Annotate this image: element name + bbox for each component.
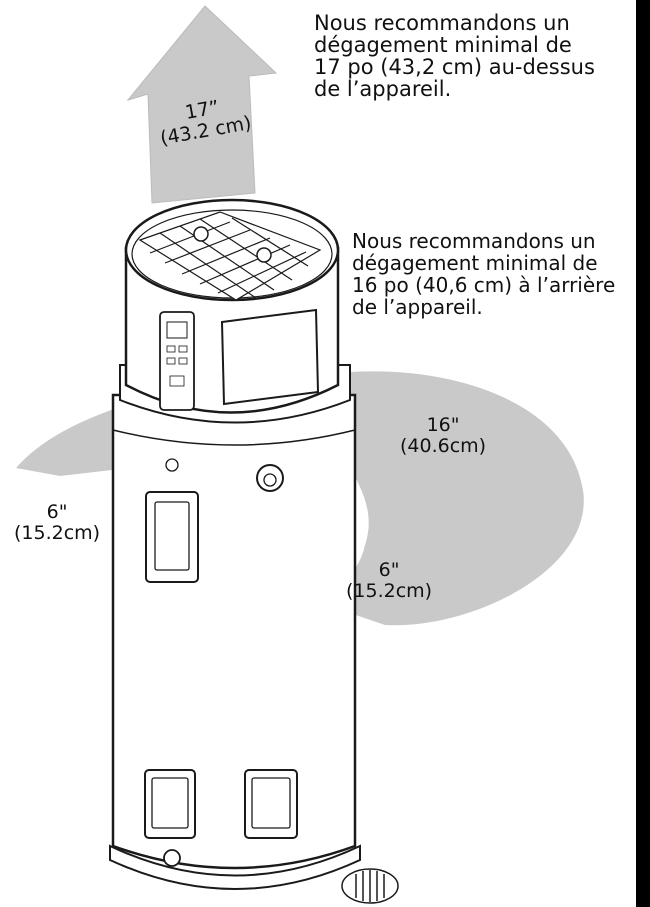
water-heater bbox=[109, 198, 361, 890]
lower-access-cover-left bbox=[151, 777, 189, 829]
rear-clearance-region bbox=[312, 371, 584, 626]
control-display bbox=[166, 321, 188, 339]
dimension-imperial: 16" bbox=[426, 414, 460, 436]
lid-grille-line bbox=[149, 221, 231, 254]
rear-clearance-note: Nous recommandons un dégagement minimal … bbox=[352, 230, 615, 318]
rear-clearance-label: 16" (40.6cm) bbox=[400, 415, 486, 457]
dimension-metric: (15.2cm) bbox=[346, 580, 433, 602]
note-line: 16 po (40,6 cm) à l’arrière bbox=[352, 273, 616, 297]
upper-access-cover bbox=[154, 501, 190, 571]
dimension-imperial: 6" bbox=[378, 559, 400, 581]
side-panel bbox=[220, 308, 320, 406]
lid-grille bbox=[138, 211, 322, 301]
water-fitting-right bbox=[256, 247, 272, 263]
lid-grille-frame bbox=[138, 211, 322, 301]
right-side-clearance-label: 6" (15.2cm) bbox=[346, 560, 432, 602]
left-side-clearance-label: 6" (15.2cm) bbox=[14, 502, 100, 544]
note-line: dégagement minimal de bbox=[352, 251, 598, 275]
relief-valve-inner bbox=[263, 473, 277, 487]
floor-drain bbox=[341, 868, 399, 904]
dimension-metric: (15.2cm) bbox=[14, 522, 101, 544]
dimension-metric: (40.6cm) bbox=[400, 435, 487, 457]
control-button bbox=[166, 357, 176, 365]
left-side-clearance-region bbox=[16, 404, 128, 476]
note-line: de l’appareil. bbox=[352, 295, 483, 319]
lid-grille-line bbox=[164, 229, 251, 264]
water-fitting-left bbox=[193, 226, 209, 242]
lid-grille-line bbox=[217, 251, 307, 294]
note-line: dégagement minimal de bbox=[314, 33, 572, 57]
control-button bbox=[169, 375, 185, 387]
lower-access-cover-right bbox=[251, 777, 291, 829]
tank-band bbox=[112, 429, 356, 446]
lid-grille-line bbox=[199, 244, 291, 285]
lid-grille-line bbox=[159, 232, 257, 299]
note-line: de l’appareil. bbox=[314, 77, 452, 101]
control-button bbox=[178, 345, 188, 353]
note-line: 17 po (43,2 cm) au-dessus bbox=[314, 55, 595, 79]
tank-bottom-base bbox=[109, 844, 361, 890]
control-button bbox=[166, 345, 176, 353]
page-edge-bar bbox=[636, 0, 650, 907]
control-button bbox=[178, 357, 188, 365]
drain-valve bbox=[163, 849, 181, 867]
lid-grille-line bbox=[181, 237, 271, 275]
brand-logo bbox=[165, 458, 179, 472]
dimension-imperial: 6" bbox=[46, 501, 68, 523]
top-clearance-arrow bbox=[126, 5, 278, 204]
top-clearance-note: Nous recommandons un dégagement minimal … bbox=[314, 12, 595, 100]
lid-grille-line bbox=[199, 218, 293, 281]
note-line: Nous recommandons un bbox=[314, 11, 570, 35]
lid-grille-line bbox=[231, 217, 309, 267]
note-line: Nous recommandons un bbox=[352, 229, 596, 253]
